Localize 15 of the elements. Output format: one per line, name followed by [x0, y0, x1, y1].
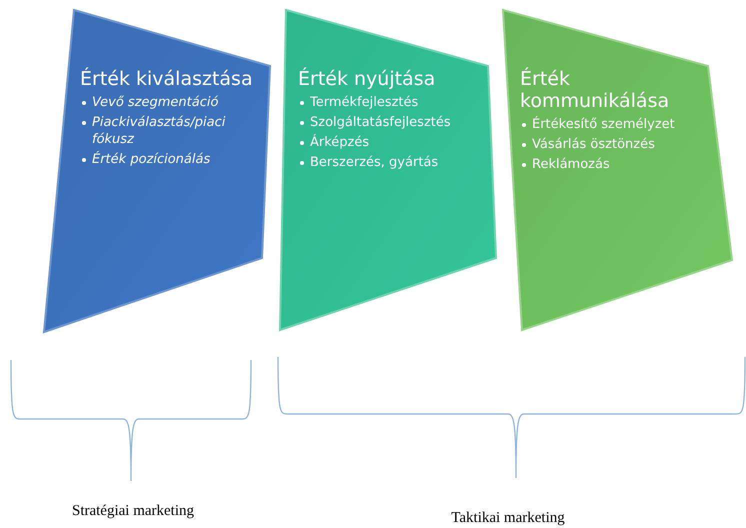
heading-text: Érték nyújtása — [298, 68, 436, 90]
heading-text: Érték kiválasztása — [80, 68, 254, 90]
bullet-item: Szolgáltatásfejlesztés — [298, 114, 503, 131]
bullet-item: Reklámozás — [520, 156, 720, 173]
bullet-item: Vásárlás ösztönzés — [520, 136, 720, 153]
bullet-item: Piackiválasztás/piaci fókusz — [80, 114, 265, 148]
heading-text: Érték kommunikálása — [520, 68, 670, 112]
bullet-item: Vevő szegmentáció — [80, 94, 265, 111]
bullet-item: Berszerzés, gyártás — [298, 154, 503, 171]
group-label: Taktikai marketing — [451, 510, 565, 527]
bullet-item: Termékfejlesztés — [298, 94, 503, 111]
bullet-item: Árképzés — [298, 134, 503, 151]
bullet-item: Értékesítő személyzet — [520, 116, 720, 133]
bullet-item: Érték pozícionálás — [80, 151, 265, 168]
group-label: Stratégiai marketing — [72, 503, 194, 520]
